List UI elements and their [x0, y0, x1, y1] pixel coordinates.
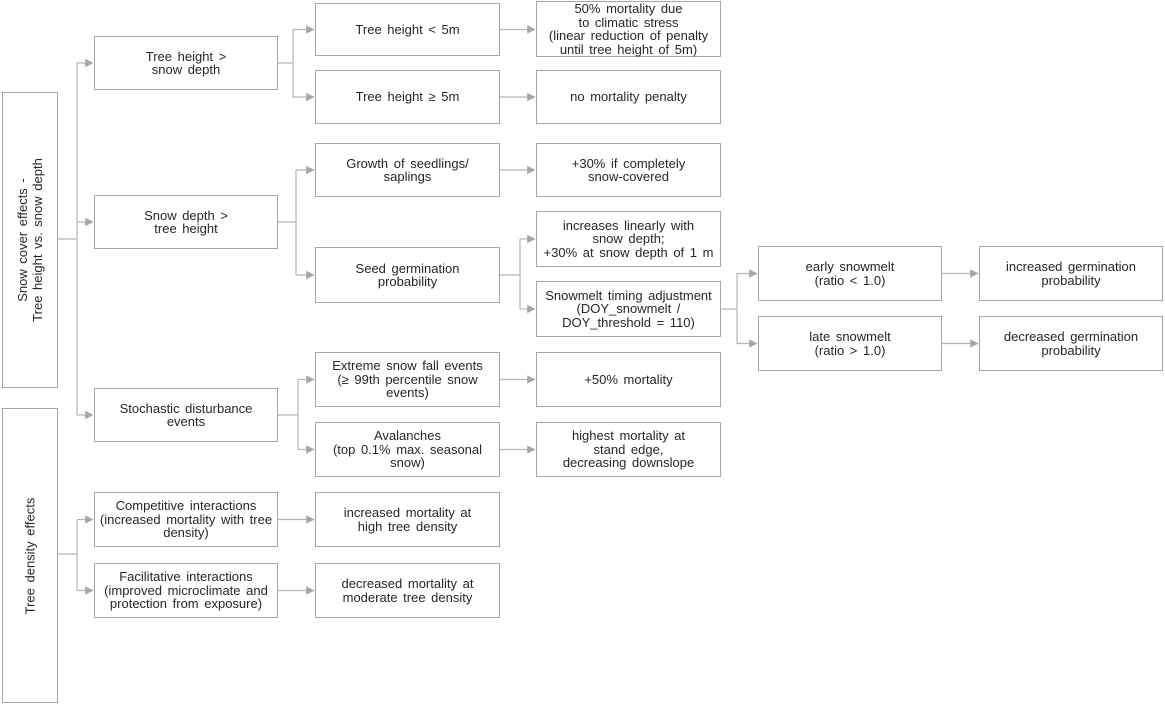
node-late-snowmelt: late snowmelt (ratio > 1.0) [758, 316, 942, 371]
node-facilitative-interactions-text: Facilitative interactions (improved micr… [104, 569, 268, 612]
node-highest-mortality-edge: highest mortality at stand edge, decreas… [536, 422, 721, 477]
node-increases-linearly-text: increases linearly with snow depth; +30%… [543, 217, 714, 260]
node-tree-height-lt-5m: Tree height < 5m [315, 3, 500, 56]
node-avalanches-text: Avalanches (top 0.1% max. seasonal snow) [332, 428, 483, 471]
node-early-snowmelt: early snowmelt (ratio < 1.0) [758, 246, 942, 301]
node-increased-germination-text: increased germination probability [1006, 259, 1136, 288]
node-snow-depth-gt-tree: Snow depth > tree height [94, 195, 278, 249]
node-snow-depth-gt-tree-text: Snow depth > tree height [144, 207, 228, 236]
node-increased-germination: increased germination probability [979, 246, 1163, 301]
node-facilitative-interactions: Facilitative interactions (improved micr… [94, 563, 278, 618]
group-tree-density-label: Tree density effects [22, 497, 38, 614]
node-avalanches: Avalanches (top 0.1% max. seasonal snow) [315, 422, 500, 477]
node-increases-linearly: increases linearly with snow depth; +30%… [536, 211, 721, 267]
node-seed-germination-text: Seed germination probability [355, 260, 460, 289]
node-no-mortality-penalty: no mortality penalty [536, 70, 721, 124]
node-tree-height-gt-snow-text: Tree height > snow depth [145, 48, 227, 77]
node-extreme-snowfall-text: Extreme snow fall events (≥ 99th percent… [332, 358, 483, 401]
node-stochastic-events: Stochastic disturbance events [94, 388, 278, 442]
node-mortality-50-climatic: 50% mortality due to climatic stress (li… [536, 1, 721, 57]
node-snowmelt-timing: Snowmelt timing adjustment (DOY_snowmelt… [536, 281, 721, 337]
node-competitive-interactions-text: Competitive interactions (increased mort… [99, 498, 273, 541]
node-snowmelt-timing-text: Snowmelt timing adjustment (DOY_snowmelt… [545, 287, 712, 330]
node-tree-height-gt-snow: Tree height > snow depth [94, 36, 278, 90]
node-plus50-mortality: +50% mortality [536, 352, 721, 407]
group-tree-density-effects: Tree density effects [2, 408, 58, 703]
node-stochastic-events-text: Stochastic disturbance events [119, 400, 253, 429]
node-growth-seedlings: Growth of seedlings/ saplings [315, 143, 500, 197]
node-highest-mortality-edge-text: highest mortality at stand edge, decreas… [562, 428, 695, 471]
node-growth-seedlings-text: Growth of seedlings/ saplings [346, 155, 469, 184]
node-decreased-germination: decreased germination probability [979, 316, 1163, 371]
node-tree-height-ge-5m: Tree height ≥ 5m [315, 70, 500, 124]
node-decreased-germination-text: decreased germination probability [1003, 329, 1139, 358]
node-extreme-snowfall: Extreme snow fall events (≥ 99th percent… [315, 352, 500, 407]
node-mortality-50-climatic-text: 50% mortality due to climatic stress (li… [548, 1, 709, 57]
node-early-snowmelt-text: early snowmelt (ratio < 1.0) [805, 259, 895, 288]
node-decreased-mortality-moderate-density: decreased mortality at moderate tree den… [315, 563, 500, 618]
group-snow-cover-label: Snow cover effects - Tree height vs. sno… [15, 158, 45, 322]
node-increased-mortality-high-density-text: increased mortality at high tree density [343, 505, 472, 534]
node-tree-height-ge-5m-text: Tree height ≥ 5m [355, 89, 460, 105]
node-plus50-mortality-text: +50% mortality [584, 371, 673, 387]
node-seed-germination: Seed germination probability [315, 247, 500, 303]
node-late-snowmelt-text: late snowmelt (ratio > 1.0) [809, 329, 891, 358]
node-plus30-snow-covered: +30% if completely snow-covered [536, 143, 721, 197]
node-decreased-mortality-moderate-density-text: decreased mortality at moderate tree den… [341, 576, 474, 605]
node-no-mortality-penalty-text: no mortality penalty [570, 89, 687, 105]
node-plus30-snow-covered-text: +30% if completely snow-covered [571, 155, 686, 184]
node-competitive-interactions: Competitive interactions (increased mort… [94, 492, 278, 547]
node-tree-height-lt-5m-text: Tree height < 5m [355, 21, 460, 37]
group-snow-cover-effects: Snow cover effects - Tree height vs. sno… [2, 92, 58, 388]
node-increased-mortality-high-density: increased mortality at high tree density [315, 492, 500, 547]
